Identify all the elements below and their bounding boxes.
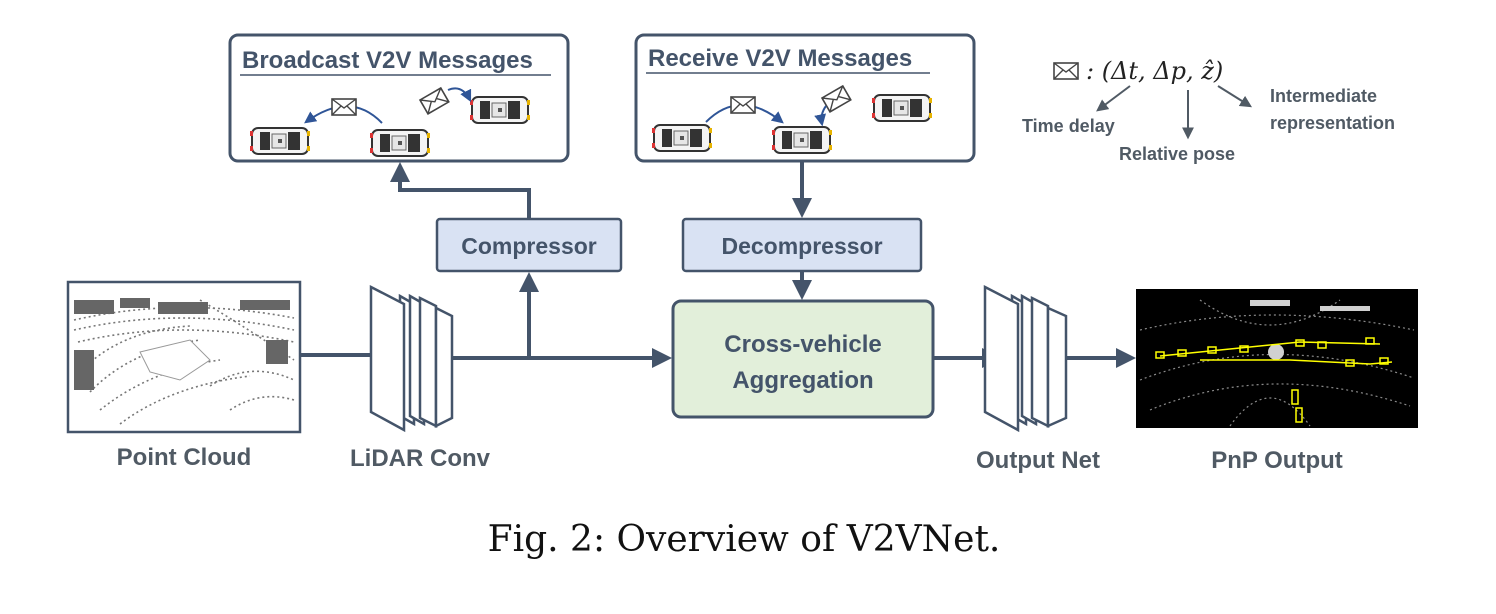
- aggregation-block: Cross-vehicle Aggregation: [671, 299, 935, 419]
- broadcast-panel: Broadcast V2V Messages: [228, 33, 570, 163]
- car-icon: [651, 124, 713, 152]
- envelope-icon: [331, 98, 357, 116]
- output-net-layers: [983, 284, 1068, 433]
- car-icon: [871, 94, 933, 122]
- receive-title: Receive V2V Messages: [648, 45, 912, 72]
- legend-time-delay: Time delay: [1022, 116, 1115, 136]
- message-legend: : (Δt, Δp, ẑ) Time delay Relative pose I…: [1022, 57, 1395, 164]
- broadcast-title: Broadcast V2V Messages: [242, 47, 533, 74]
- figure-caption: Fig. 2: Overview of V2VNet.: [488, 519, 1001, 560]
- envelope-icon: [730, 96, 756, 114]
- legend-intermediate-1: Intermediate: [1270, 86, 1377, 106]
- point-cloud-image: [66, 280, 302, 434]
- car-icon: [369, 129, 431, 157]
- decompressor-block: Decompressor: [681, 217, 923, 273]
- decompressor-label: Decompressor: [721, 233, 882, 259]
- pnp-output-label: PnP Output: [1211, 447, 1343, 474]
- legend-intermediate-2: representation: [1270, 113, 1395, 133]
- compressor-block: Compressor: [435, 217, 623, 273]
- legend-formula: : (Δt, Δp, ẑ): [1086, 57, 1223, 85]
- compressor-label: Compressor: [461, 233, 597, 259]
- pnp-output-image: [1136, 289, 1418, 428]
- output-net-label: Output Net: [976, 447, 1100, 474]
- receive-panel: Receive V2V Messages: [634, 33, 976, 163]
- aggregation-label-2: Aggregation: [732, 367, 873, 394]
- legend-relative-pose: Relative pose: [1119, 144, 1235, 164]
- car-icon: [771, 126, 833, 154]
- car-icon: [469, 96, 531, 124]
- point-cloud-label: Point Cloud: [117, 444, 252, 471]
- envelope-icon: [1053, 62, 1079, 80]
- car-icon: [249, 127, 311, 155]
- lidar-conv-layers: [369, 284, 454, 433]
- aggregation-label-1: Cross-vehicle: [724, 331, 881, 358]
- lidar-conv-label: LiDAR Conv: [350, 445, 491, 472]
